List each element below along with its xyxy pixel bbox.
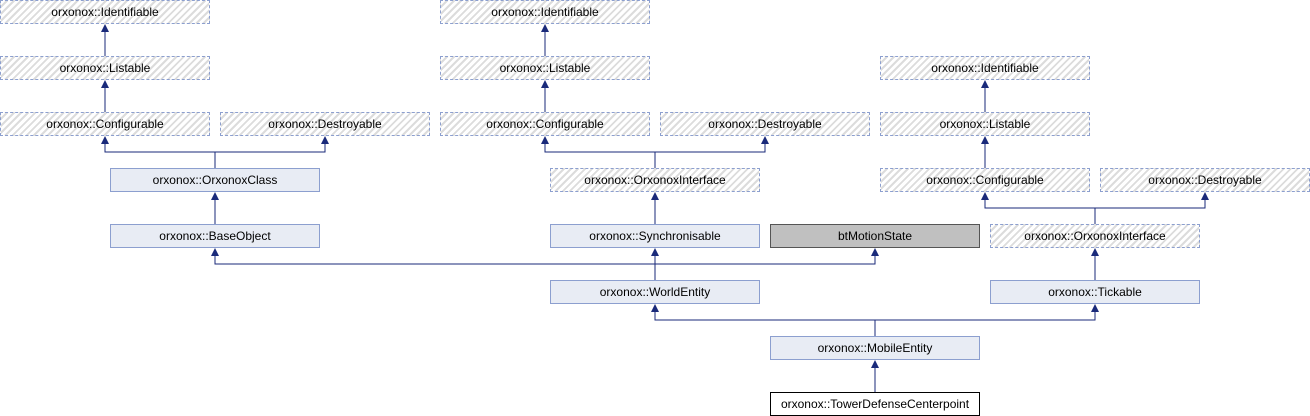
node-destroyable[interactable]: orxonox::Destroyable [220,112,430,136]
edge-c-interface-destroyable [1095,192,1209,209]
edge-c-interface-configurable [981,192,1096,224]
node-destroyable[interactable]: orxonox::Destroyable [660,112,870,136]
node-mobileentity[interactable]: orxonox::MobileEntity [770,336,980,360]
edge-b-interface-configurable [541,136,656,168]
node-tickable[interactable]: orxonox::Tickable [990,280,1200,304]
node-configurable[interactable]: orxonox::Configurable [440,112,650,136]
node-orxonoxinterface[interactable]: orxonox::OrxonoxInterface [990,224,1200,248]
node-towerdefensecenterpoint: orxonox::TowerDefenseCenterpoint [770,392,980,416]
node-configurable[interactable]: orxonox::Configurable [0,112,210,136]
node-listable[interactable]: orxonox::Listable [440,56,650,80]
node-baseobject[interactable]: orxonox::BaseObject [110,224,320,248]
node-identifiable[interactable]: orxonox::Identifiable [440,0,650,24]
node-identifiable[interactable]: orxonox::Identifiable [0,0,210,24]
node-configurable[interactable]: orxonox::Configurable [880,168,1090,192]
node-btmotionstate: btMotionState [770,224,980,248]
edge-worldentity-btmotionstate [655,248,879,265]
node-orxonoxinterface[interactable]: orxonox::OrxonoxInterface [550,168,760,192]
node-listable[interactable]: orxonox::Listable [880,112,1090,136]
edge-mobileentity-worldentity [651,304,876,336]
edge-worldentity-baseobject [211,248,656,280]
node-orxonoxclass[interactable]: orxonox::OrxonoxClass [110,168,320,192]
node-synchronisable[interactable]: orxonox::Synchronisable [550,224,760,248]
node-identifiable[interactable]: orxonox::Identifiable [880,56,1090,80]
edge-mobileentity-tickable [875,304,1099,321]
node-listable[interactable]: orxonox::Listable [0,56,210,80]
node-destroyable[interactable]: orxonox::Destroyable [1100,168,1310,192]
edge-orxonoxclass-configurable [101,136,216,168]
edge-orxonoxclass-destroyable [215,136,329,153]
node-worldentity[interactable]: orxonox::WorldEntity [550,280,760,304]
edge-b-interface-destroyable [655,136,769,153]
